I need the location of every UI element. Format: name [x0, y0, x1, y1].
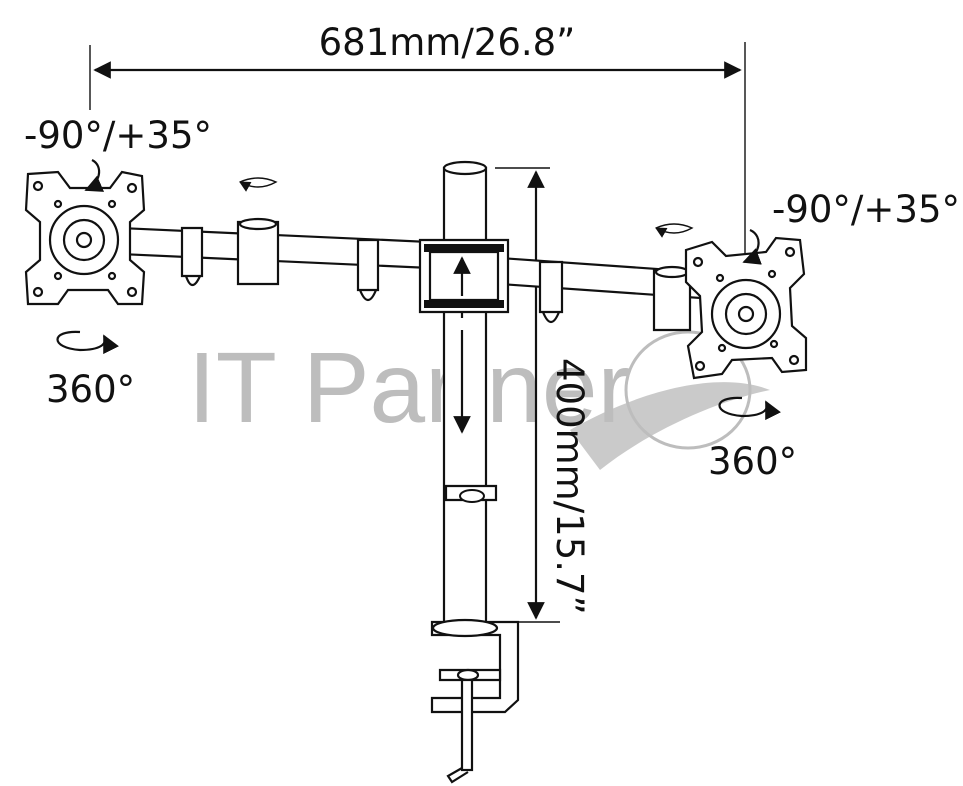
left-tilt-label: -90°/+35°	[24, 114, 212, 157]
arm-left	[118, 177, 432, 302]
tilt-arrow-left	[84, 159, 105, 192]
vesa-plate-right	[684, 228, 808, 421]
clamp-screw	[460, 678, 474, 772]
rotation-arrow-left	[56, 330, 119, 355]
cable-hook-left-2	[356, 238, 380, 292]
left-rotation-label: 360°	[46, 368, 135, 411]
right-rotation-label: 360°	[708, 440, 797, 483]
pole-top	[442, 160, 488, 176]
desk-clamp	[430, 618, 520, 784]
width-label: 681mm/26.8”	[319, 21, 576, 64]
swivel-arrow-right	[655, 223, 694, 238]
arm-joint-right	[652, 268, 692, 332]
cable-hook-left-1	[180, 226, 204, 278]
pole-body	[442, 166, 488, 632]
arm-joint-left	[236, 220, 280, 286]
rotation-arrow-right	[718, 396, 781, 421]
tilt-arrow-right	[742, 228, 762, 265]
height-label: 400mm/15.7”	[548, 358, 591, 615]
right-tilt-label: -90°/+35°	[772, 188, 960, 231]
arm-right	[498, 223, 702, 332]
vesa-plate-left	[24, 159, 146, 355]
height-dimension: 400mm/15.7”	[495, 167, 591, 623]
width-dimension: 681mm/26.8”	[89, 21, 746, 255]
center-hub	[418, 238, 510, 314]
clamp-handle	[446, 767, 469, 784]
watermark-text: IT Partner	[188, 332, 631, 444]
swivel-arrow-left	[239, 177, 278, 192]
cable-hook-right-1	[538, 260, 564, 314]
